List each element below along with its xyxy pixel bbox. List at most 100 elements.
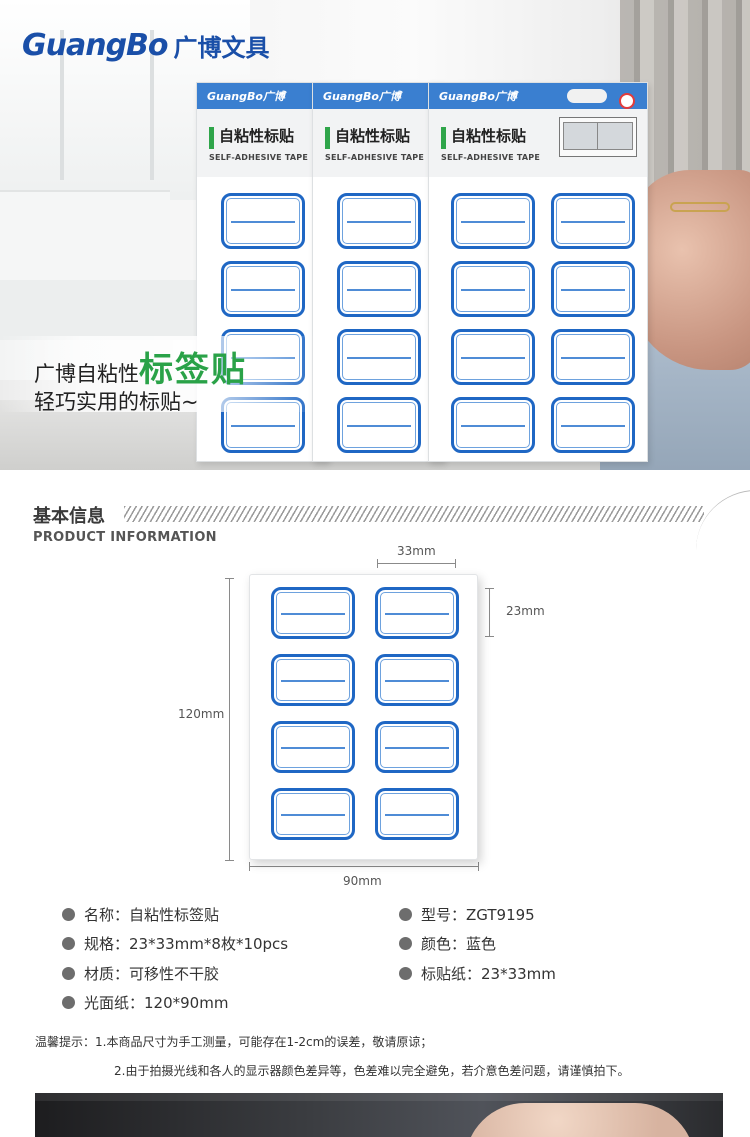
bullet-icon (399, 967, 412, 980)
sticker-label (337, 397, 421, 453)
background-shelf-lower (0, 280, 230, 340)
sheet-width-line (249, 866, 478, 867)
bullet-icon (399, 908, 412, 921)
product-package-3: GuangBo广博 自粘性标贴 SELF-ADHESIVE TAPE (428, 82, 648, 462)
package-subtitle: SELF-ADHESIVE TAPE (325, 153, 424, 162)
spec-model-text: 型号：ZGT9195 (421, 906, 535, 924)
sticker-label (337, 193, 421, 249)
person-arm (630, 170, 750, 370)
note-line-1: 温馨提示：1.本商品尺寸为手工测量，可能存在1-2cm的误差，敬请原谅； (35, 1035, 433, 1049)
slogan: 广博自粘性标签贴 轻巧实用的标贴~ (0, 330, 320, 420)
spec-name: 名称：自粘性标签贴 (62, 904, 219, 925)
sticker-label (337, 329, 421, 385)
dimension-tick (225, 578, 234, 579)
package-subtitle: SELF-ADHESIVE TAPE (209, 153, 308, 162)
sticker-label (271, 587, 355, 639)
brand-name: 广博文具 (173, 34, 270, 62)
package-title: 自粘性标贴 (451, 127, 527, 145)
section-hatch-divider (124, 506, 704, 522)
dimension-tick (249, 862, 250, 871)
certification-icon (619, 93, 635, 109)
section-title: 基本信息 (33, 506, 105, 527)
package-header: GuangBo广博 (313, 83, 443, 109)
background-shelf (0, 190, 170, 280)
spec-label-paper-text: 标贴纸：23*33mm (421, 965, 556, 983)
sticker-label (375, 788, 459, 840)
package-logo: GuangBo广博 (439, 90, 517, 103)
spec-color-text: 颜色：蓝色 (421, 935, 497, 953)
brand-mark: GuangBo (22, 28, 169, 63)
note-line-2: 2.由于拍摄光线和各人的显示器颜色差异等，色差难以完全避免，若介意色差问题，请谨… (114, 1064, 630, 1078)
spec-material-text: 材质：可移性不干胶 (84, 965, 220, 983)
bullet-icon (62, 967, 75, 980)
spec-model: 型号：ZGT9195 (399, 904, 535, 925)
sticker-label (271, 654, 355, 706)
dimension-tick (225, 860, 234, 861)
sticker-label (375, 587, 459, 639)
sheet-width-text: 90mm (343, 874, 382, 888)
sheet-height-line (229, 578, 230, 860)
slogan-prefix: 广博自粘性 (34, 362, 139, 386)
product-package-2: GuangBo广博 自粘性标贴 SELF-ADHESIVE TAPE (312, 82, 444, 462)
dimension-tick (485, 636, 494, 637)
sticker-label (451, 261, 535, 317)
label-height-line (489, 588, 490, 636)
package-header: GuangBo广博 (197, 83, 327, 109)
package-accent-bar (325, 127, 330, 149)
spec-gloss-paper: 光面纸：120*90mm (62, 992, 228, 1013)
sticker-label (551, 329, 635, 385)
sticker-label (337, 261, 421, 317)
section-corner-curve (696, 490, 750, 550)
dimension-tick (455, 559, 456, 568)
sticker-label (375, 654, 459, 706)
bullet-icon (62, 996, 75, 1009)
bullet-icon (62, 937, 75, 950)
package-accent-bar (209, 127, 214, 149)
label-width-line (377, 563, 455, 564)
sheet-height-text: 120mm (178, 707, 225, 721)
package-subtitle: SELF-ADHESIVE TAPE (441, 153, 540, 162)
sticker-label (551, 397, 635, 453)
package-logo: GuangBo广博 (207, 90, 285, 103)
slogan-line-1: 广博自粘性标签贴 (34, 342, 247, 391)
spec-color: 颜色：蓝色 (399, 933, 496, 954)
bullet-icon (399, 937, 412, 950)
label-width-text: 33mm (397, 544, 436, 558)
sticker-label (451, 193, 535, 249)
sticker-sheet (249, 574, 478, 860)
sticker-label (451, 397, 535, 453)
spec-gloss-paper-text: 光面纸：120*90mm (84, 994, 229, 1012)
sticker-label (271, 721, 355, 773)
bracelet (670, 202, 730, 212)
sticker-label (221, 261, 305, 317)
package-logo: GuangBo广博 (323, 90, 401, 103)
dimension-tick (485, 588, 494, 589)
spec-name-text: 名称：自粘性标签贴 (84, 906, 220, 924)
package-title: 自粘性标贴 (335, 127, 411, 145)
slogan-backdrop (0, 336, 320, 412)
hang-hole (567, 89, 607, 103)
package-title-zone (197, 109, 327, 177)
bullet-icon (62, 908, 75, 921)
brand-logo: GuangBo 广博文具 (22, 28, 270, 63)
sticker-label (551, 261, 635, 317)
sticker-label (271, 788, 355, 840)
slogan-line-2: 轻巧实用的标贴~ (34, 390, 199, 414)
usage-thumbnails-icon (559, 117, 637, 157)
package-accent-bar (441, 127, 446, 149)
bottom-product-photo (35, 1093, 723, 1137)
section-subtitle: PRODUCT INFORMATION (33, 530, 217, 545)
label-height-text: 23mm (506, 604, 545, 618)
section-header: 基本信息 PRODUCT INFORMATION (0, 490, 750, 556)
sticker-label (551, 193, 635, 249)
hero-banner: GuangBo 广博文具 GuangBo广博 自粘性标贴 SELF-ADHESI… (0, 0, 750, 470)
spec-size: 规格：23*33mm*8枚*10pcs (62, 933, 288, 954)
spec-size-text: 规格：23*33mm*8枚*10pcs (84, 935, 289, 953)
sticker-label (221, 193, 305, 249)
sticker-label (375, 721, 459, 773)
package-title-zone (313, 109, 443, 177)
spec-label-paper: 标贴纸：23*33mm (399, 963, 556, 984)
spec-material: 材质：可移性不干胶 (62, 963, 219, 984)
dimension-tick (478, 862, 479, 871)
dimension-tick (377, 559, 378, 568)
